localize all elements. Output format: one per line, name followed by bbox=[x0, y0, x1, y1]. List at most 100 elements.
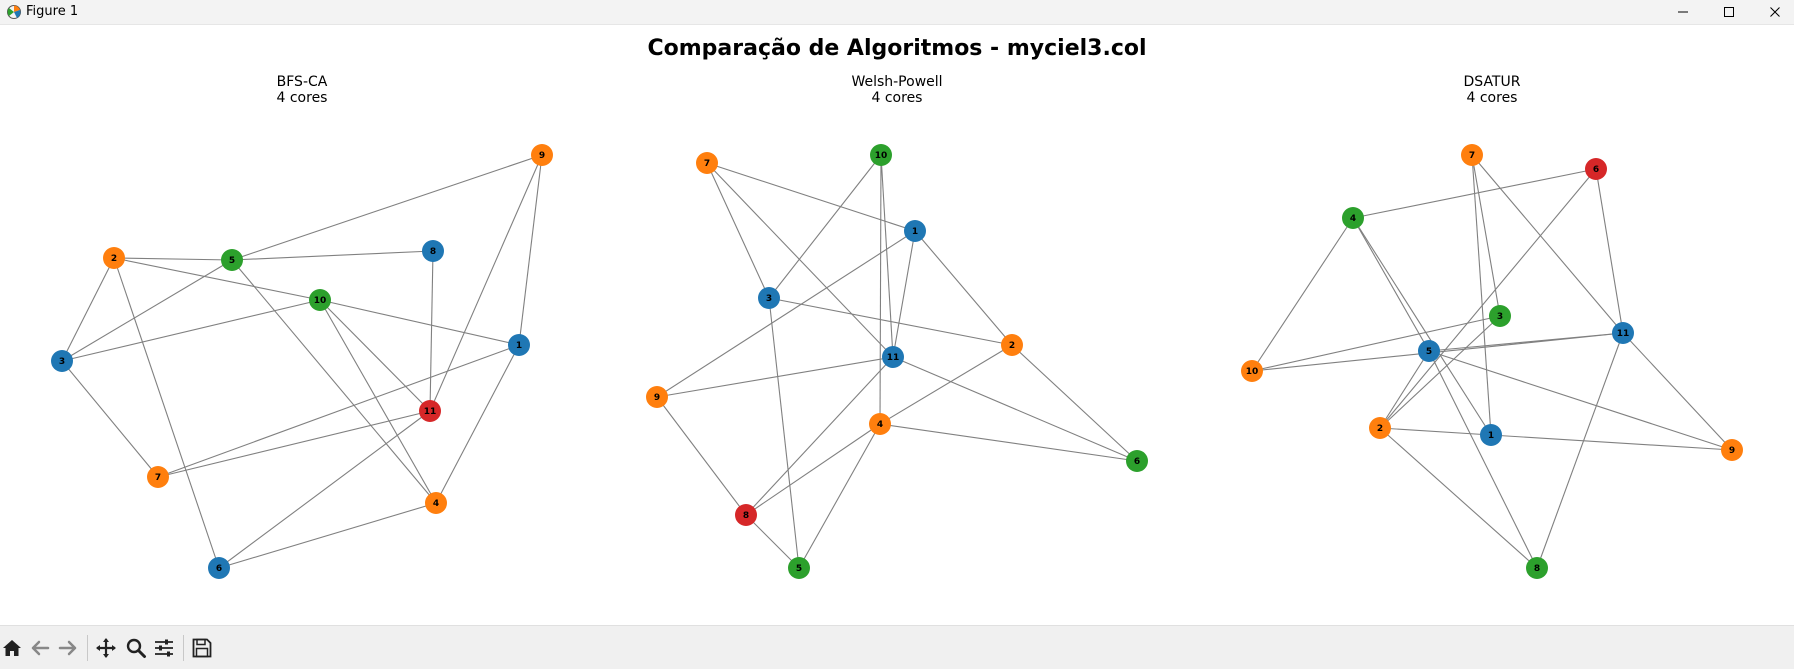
node-label-11: 11 bbox=[887, 353, 900, 363]
edge-11-9 bbox=[1622, 332, 1733, 451]
node-6 bbox=[1126, 450, 1148, 472]
node-1 bbox=[508, 334, 530, 356]
node-label-7: 7 bbox=[1469, 151, 1475, 161]
node-label-2: 2 bbox=[1377, 424, 1383, 434]
close-button[interactable] bbox=[1752, 0, 1794, 24]
save-icon bbox=[192, 638, 212, 658]
window-title: Figure 1 bbox=[26, 4, 79, 19]
node-6 bbox=[208, 557, 230, 579]
matplotlib-icon bbox=[7, 5, 21, 19]
save-button[interactable] bbox=[190, 636, 214, 660]
edge-1-9 bbox=[656, 230, 916, 398]
node-2 bbox=[1369, 417, 1391, 439]
node-10 bbox=[870, 144, 892, 166]
node-9 bbox=[1721, 439, 1743, 461]
node-2 bbox=[1001, 334, 1023, 356]
node-label-8: 8 bbox=[743, 511, 749, 521]
node-2 bbox=[103, 247, 125, 269]
node-11 bbox=[419, 400, 441, 422]
edge-9-1 bbox=[518, 154, 543, 346]
node-10 bbox=[1241, 360, 1263, 382]
edge-2-6 bbox=[113, 257, 220, 569]
node-label-1: 1 bbox=[1488, 431, 1494, 441]
node-label-2: 2 bbox=[111, 254, 117, 264]
node-label-6: 6 bbox=[1134, 457, 1140, 467]
node-3 bbox=[51, 350, 73, 372]
node-label-3: 3 bbox=[1497, 312, 1503, 322]
edge-2-4 bbox=[879, 344, 1013, 425]
edge-3-10 bbox=[1251, 315, 1501, 372]
edge-4-10 bbox=[1251, 217, 1354, 372]
minimize-icon bbox=[1678, 11, 1688, 13]
node-label-9: 9 bbox=[1729, 446, 1735, 456]
node-label-8: 8 bbox=[1534, 564, 1540, 574]
minimize-button[interactable] bbox=[1660, 0, 1706, 24]
edge-2-1 bbox=[1379, 427, 1492, 436]
edge-7-11 bbox=[1471, 154, 1624, 334]
back-button[interactable] bbox=[28, 636, 52, 660]
configure-subplots-button[interactable] bbox=[152, 636, 176, 660]
edge-5-8 bbox=[1428, 350, 1538, 569]
node-label-4: 4 bbox=[877, 420, 883, 430]
edge-4-6 bbox=[1352, 168, 1597, 219]
home-button[interactable] bbox=[0, 636, 24, 660]
edge-2-10 bbox=[113, 257, 321, 301]
edge-9-11 bbox=[429, 154, 543, 412]
node-4 bbox=[869, 413, 891, 435]
node-9 bbox=[531, 144, 553, 166]
edge-2-6 bbox=[1011, 344, 1138, 462]
edge-10-4 bbox=[879, 154, 882, 425]
edge-1-7 bbox=[157, 344, 520, 478]
edge-4-5 bbox=[1352, 217, 1430, 352]
node-7 bbox=[696, 152, 718, 174]
toolbar-separator bbox=[87, 635, 88, 661]
pan-icon bbox=[96, 638, 116, 658]
node-6 bbox=[1585, 158, 1607, 180]
pan-button[interactable] bbox=[94, 636, 118, 660]
node-label-1: 1 bbox=[516, 341, 522, 351]
node-label-4: 4 bbox=[433, 499, 439, 509]
toolbar-separator bbox=[183, 635, 184, 661]
edge-6-4 bbox=[218, 502, 437, 569]
node-label-10: 10 bbox=[875, 151, 888, 161]
forward-button[interactable] bbox=[56, 636, 80, 660]
subplot-title-1: BFS-CA 4 cores bbox=[152, 74, 452, 106]
edge-2-5 bbox=[113, 257, 233, 261]
edge-11-7 bbox=[157, 410, 431, 478]
subplot-title-2: Welsh-Powell 4 cores bbox=[747, 74, 1047, 106]
node-label-7: 7 bbox=[704, 159, 710, 169]
node-9 bbox=[646, 386, 668, 408]
node-7 bbox=[1461, 144, 1483, 166]
figure-canvas: Comparação de Algoritmos - myciel3.col B… bbox=[0, 25, 1794, 625]
node-label-7: 7 bbox=[155, 473, 161, 483]
edge-5-4 bbox=[231, 259, 437, 504]
node-4 bbox=[425, 492, 447, 514]
edge-1-2 bbox=[914, 230, 1013, 346]
edge-3-2 bbox=[768, 297, 1013, 346]
edge-7-1 bbox=[1471, 154, 1492, 436]
maximize-button[interactable] bbox=[1706, 0, 1752, 24]
edge-7-3 bbox=[1471, 154, 1501, 317]
navigation-toolbar bbox=[0, 625, 1794, 669]
subplot-algorithm-1: BFS-CA bbox=[276, 74, 328, 90]
edge-10-11 bbox=[319, 299, 431, 412]
node-label-10: 10 bbox=[314, 296, 327, 306]
edge-1-11 bbox=[892, 230, 916, 358]
node-label-4: 4 bbox=[1350, 214, 1356, 224]
node-4 bbox=[1342, 207, 1364, 229]
node-8 bbox=[1526, 557, 1548, 579]
node-5 bbox=[221, 249, 243, 271]
node-7 bbox=[147, 466, 169, 488]
maximize-icon bbox=[1724, 7, 1734, 17]
edge-6-2 bbox=[1379, 168, 1597, 429]
edge-5-9 bbox=[231, 154, 543, 261]
subplot-algorithm-3: DSATUR bbox=[1463, 74, 1521, 90]
edge-11-8 bbox=[1536, 332, 1624, 569]
edge-4-8 bbox=[745, 423, 881, 516]
back-icon bbox=[31, 640, 50, 656]
forward-icon bbox=[58, 640, 77, 656]
zoom-button[interactable] bbox=[124, 636, 148, 660]
edge-1-4 bbox=[435, 344, 520, 504]
